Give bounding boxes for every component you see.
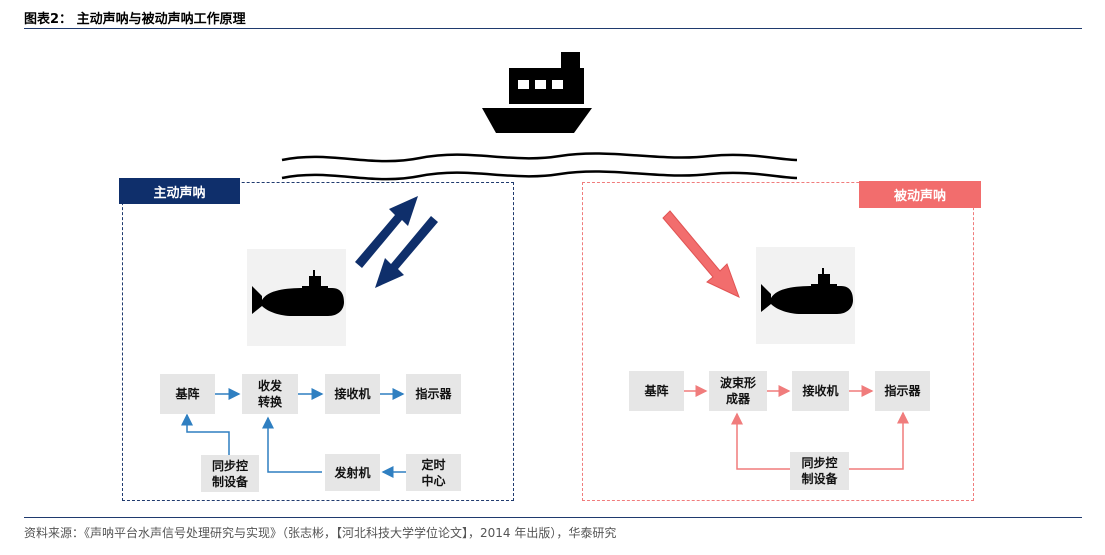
- active-array-label: 基阵: [175, 387, 200, 401]
- active-indicator-label: 指示器: [415, 387, 452, 401]
- bottom-rule: [24, 517, 1082, 518]
- active-sync-box: 同步控 制设备: [201, 455, 259, 492]
- top-rule: [24, 28, 1082, 29]
- active-sonar-tag: 主动声呐: [119, 178, 240, 204]
- passive-beamformer-box: 波束形 成器: [709, 371, 767, 411]
- active-tr-switch-label: 收发 转换: [257, 379, 282, 409]
- active-receiver-box: 接收机: [325, 374, 380, 414]
- active-flow-connectors: [181, 388, 406, 478]
- passive-receiver-box: 接收机: [792, 371, 849, 411]
- active-receiver-label: 接收机: [334, 387, 371, 401]
- passive-beamformer-label: 波束形 成器: [719, 376, 756, 406]
- ship-icon: [482, 52, 592, 133]
- active-indicator-box: 指示器: [406, 374, 461, 414]
- wave-icon: [281, 152, 798, 181]
- active-sync-label: 同步控 制设备: [211, 458, 248, 489]
- passive-indicator-box: 指示器: [875, 371, 930, 411]
- submarine-icon: [761, 268, 853, 314]
- active-sonar-frame: [122, 182, 514, 501]
- passive-flow-connectors: [684, 385, 909, 470]
- source-note: 资料来源：《声呐平台水声信号处理研究与实现》（张志彬，【河北科技大学学位论文】，…: [24, 526, 617, 540]
- figure-title: 图表2： 主动声呐与被动声呐工作原理: [24, 12, 246, 27]
- passive-indicator-label: 指示器: [884, 384, 921, 398]
- passive-sync-box: 同步控 制设备: [790, 452, 849, 490]
- active-timer-box: 定时 中心: [406, 454, 461, 491]
- passive-signal-arrow-icon: [662, 210, 740, 298]
- active-transmitter-label: 发射机: [334, 465, 371, 480]
- passive-sync-label: 同步控 制设备: [801, 456, 838, 486]
- active-timer-label: 定时 中心: [421, 457, 446, 488]
- passive-array-box: 基阵: [629, 371, 684, 411]
- active-transmitter-box: 发射机: [325, 454, 380, 491]
- passive-receiver-label: 接收机: [802, 384, 839, 398]
- passive-sonar-tag: 被动声呐: [859, 181, 981, 208]
- active-array-box: 基阵: [160, 374, 215, 414]
- active-tr-switch-box: 收发 转换: [242, 374, 298, 414]
- passive-sonar-frame: [582, 182, 974, 501]
- passive-array-label: 基阵: [644, 384, 669, 398]
- signal-arrow-icon: [355, 196, 438, 288]
- submarine-icon: [252, 270, 344, 316]
